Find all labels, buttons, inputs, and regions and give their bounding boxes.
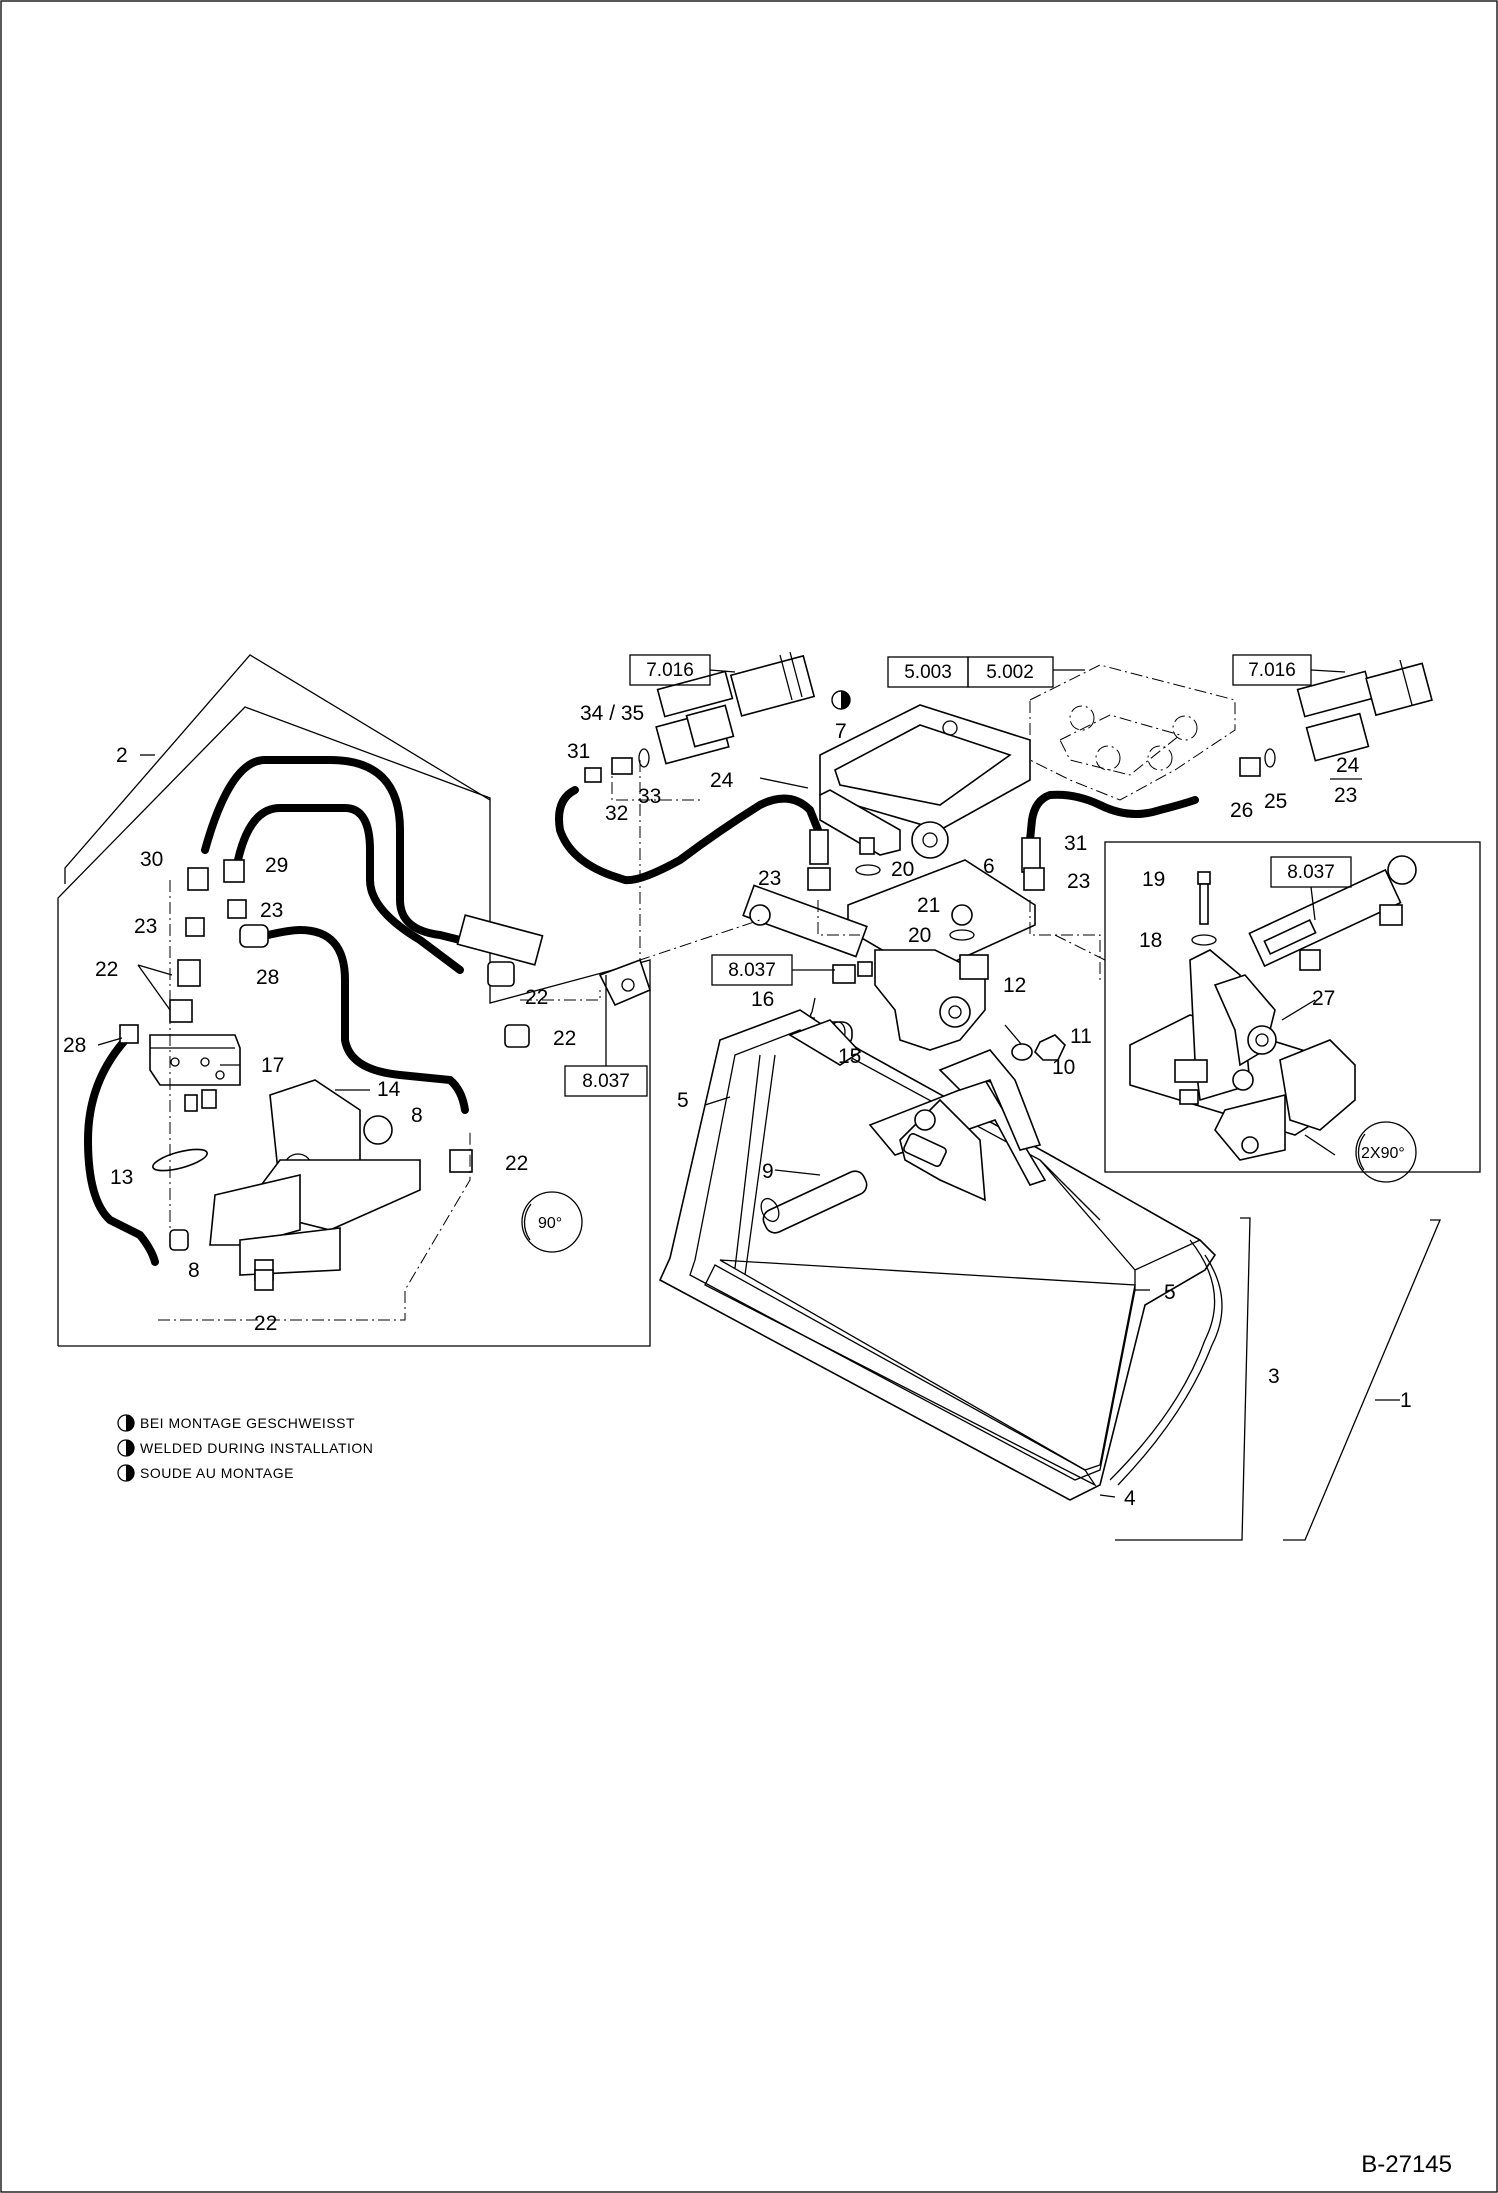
assembly-brackets [1115, 1217, 1441, 1541]
callout-24-right: 24 [1336, 754, 1360, 777]
callout-1: 1 [1400, 1389, 1412, 1412]
callout-5-right: 5 [1164, 1281, 1176, 1304]
callout-23-far-right: 23 [1334, 784, 1357, 807]
callout-6: 6 [983, 855, 995, 878]
callout-31-left: 31 [567, 740, 590, 763]
top-assembly [555, 651, 1433, 1061]
callout-12: 12 [1003, 974, 1026, 997]
ref-box-7016-left: 7.016 [646, 660, 694, 681]
callout-30: 30 [140, 848, 163, 871]
callout-21: 21 [917, 894, 940, 917]
legend-fr: SOUDE AU MONTAGE [140, 1465, 294, 1481]
hydraulic-cylinder-center [742, 884, 873, 984]
callout-18: 18 [1139, 929, 1162, 952]
quick-coupler-right [1296, 659, 1433, 762]
callout-33: 33 [638, 785, 661, 808]
callout-26: 26 [1230, 799, 1253, 822]
quick-coupler-34-35 [655, 704, 735, 765]
rotation-90-label: 90° [538, 1215, 562, 1232]
legend: BEI MONTAGE GESCHWEISST WELDED DURING IN… [117, 1414, 373, 1482]
callout-25: 25 [1264, 790, 1287, 813]
callout-13: 13 [110, 1166, 133, 1189]
welded-symbol-7 [831, 690, 851, 710]
callout-24-center: 24 [710, 769, 734, 792]
callout-23-upper: 23 [260, 899, 283, 922]
callout-22-right: 22 [505, 1152, 528, 1175]
ref-box-5002: 5.002 [986, 662, 1034, 683]
callout-34-35: 34 / 35 [580, 702, 644, 725]
callout-16: 16 [751, 988, 774, 1011]
callout-23-right: 23 [1067, 870, 1090, 893]
callout-28-left: 28 [63, 1034, 86, 1057]
reference-boxes: 7.016 5.003 5.002 7.016 8.037 8.037 8.03… [564, 654, 1352, 1097]
callout-19: 19 [1142, 868, 1165, 891]
legend-en: WELDED DURING INSTALLATION [140, 1440, 373, 1456]
legend-de: BEI MONTAGE GESCHWEISST [140, 1415, 355, 1431]
ref-box-7016-right: 7.016 [1248, 660, 1296, 681]
callout-22-mid: 22 [553, 1027, 576, 1050]
callout-14: 14 [377, 1078, 401, 1101]
rotation-90-icon [521, 1191, 583, 1253]
callout-4: 4 [1124, 1487, 1136, 1510]
callouts: 1 2 3 4 5 5 6 7 8 8 9 10 11 12 13 14 15 … [63, 702, 1412, 1510]
callout-9: 9 [762, 1160, 774, 1183]
quick-coupler-left [656, 651, 816, 718]
callout-3: 3 [1268, 1365, 1280, 1388]
pivot-frame-7 [819, 704, 1031, 859]
callout-7: 7 [835, 720, 847, 743]
callout-10: 10 [1052, 1056, 1075, 1079]
callout-17: 17 [261, 1054, 284, 1077]
document-number: B-27145 [1361, 2151, 1452, 2178]
adapter-plate [1029, 664, 1236, 801]
callout-20-lower: 20 [908, 924, 931, 947]
callout-28-upper: 28 [256, 966, 279, 989]
rotation-2x90-label: 2X90° [1361, 1145, 1405, 1162]
callout-20-upper: 20 [891, 858, 914, 881]
bucket-assembly [658, 1009, 1223, 1501]
ref-box-8037-left: 8.037 [582, 1071, 630, 1092]
ref-box-8037-center: 8.037 [728, 960, 776, 981]
cylinder-bracket-6 [847, 859, 1036, 1051]
rotation-2x90-icon [1355, 1121, 1417, 1183]
callout-22-bottom: 22 [254, 1312, 277, 1335]
callout-31-right: 31 [1064, 832, 1087, 855]
callout-32: 32 [605, 802, 628, 825]
left-detail-view: 90° [57, 654, 651, 1347]
callout-2: 2 [116, 744, 128, 767]
callout-23-left: 23 [134, 915, 157, 938]
callout-23-center: 23 [758, 867, 781, 890]
ref-box-8037-right: 8.037 [1287, 862, 1335, 883]
callout-22-valve: 22 [95, 958, 118, 981]
callout-8-lower: 8 [188, 1259, 200, 1282]
callout-15: 15 [838, 1045, 861, 1068]
ref-box-5003: 5.003 [904, 662, 952, 683]
callout-29: 29 [265, 854, 288, 877]
right-detail-view: 2X90° [1104, 841, 1481, 1183]
callout-11: 11 [1070, 1025, 1092, 1048]
leader-lines [97, 669, 1400, 1498]
callout-8-upper: 8 [411, 1104, 423, 1127]
callout-22-upper: 22 [525, 986, 548, 1009]
callout-5-left: 5 [677, 1089, 689, 1112]
callout-27: 27 [1312, 987, 1335, 1010]
